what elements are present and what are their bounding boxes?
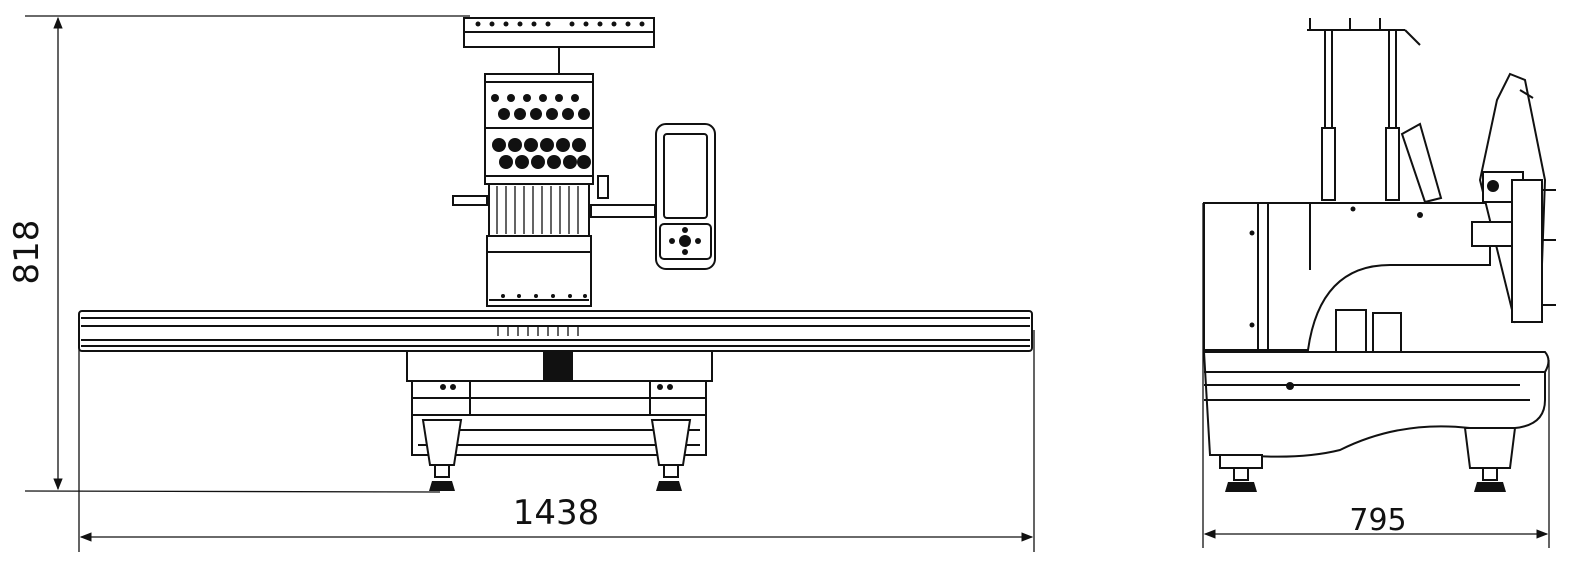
- side-base: [1202, 351, 1550, 492]
- machine-base: [406, 350, 713, 491]
- thread-stand: [463, 17, 655, 74]
- side-thread-stand: [1307, 18, 1421, 201]
- front-view: 818 1438: [7, 15, 1035, 552]
- width-dimension-label: 1438: [513, 493, 600, 533]
- side-body: [1203, 202, 1491, 351]
- height-dimension-label: 818: [7, 220, 47, 285]
- side-head: [1471, 72, 1556, 324]
- pantograph-beam: [78, 310, 1033, 352]
- side-control-panel: [1400, 122, 1443, 204]
- side-view: 795: [1202, 18, 1556, 548]
- depth-dimension-label: 795: [1349, 503, 1406, 538]
- embroidery-head: [452, 73, 656, 307]
- control-panel: [655, 123, 716, 270]
